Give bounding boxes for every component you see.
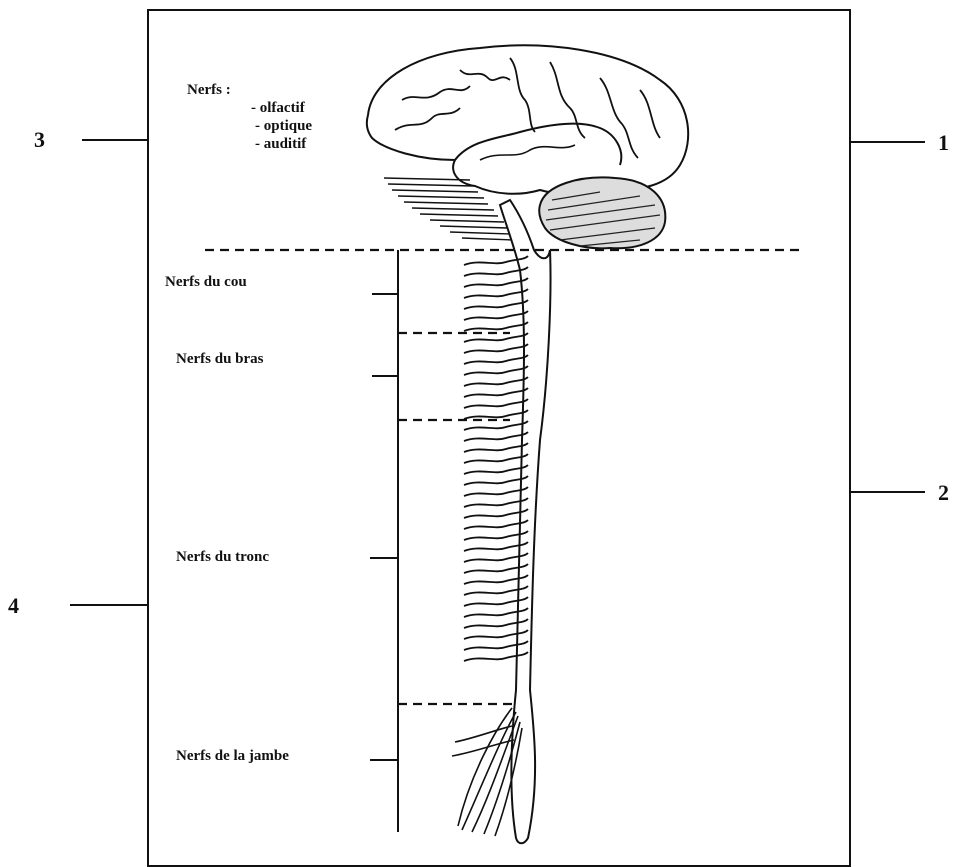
- spinal-nerve: [464, 509, 528, 518]
- spinal-nerve: [464, 355, 528, 364]
- spinal-nerve: [464, 443, 528, 452]
- cranial-nerves-heading: Nerfs :: [187, 82, 231, 99]
- spinal-nerve: [464, 267, 528, 276]
- brain-fold: [460, 70, 510, 80]
- callout-number-4: 4: [8, 593, 19, 619]
- region-label-neck: Nerfs du cou: [165, 274, 247, 291]
- cranial-nerve-hatching: [384, 178, 514, 240]
- brain-fold: [395, 108, 460, 130]
- callout-number-2: 2: [938, 480, 949, 506]
- spinal-nerve: [464, 278, 528, 287]
- region-label-trunk: Nerfs du tronc: [176, 549, 269, 566]
- spinal-nerve: [464, 421, 528, 430]
- spinal-nerve: [464, 410, 528, 419]
- callout-number-1: 1: [938, 130, 949, 156]
- brain-fold: [402, 86, 470, 100]
- cranial-nerve-auditif: - auditif: [255, 136, 306, 153]
- spinal-nerve: [464, 487, 528, 496]
- lateral-fissure: [455, 124, 621, 165]
- region-ticks: [370, 294, 398, 760]
- spinal-nerve: [464, 333, 528, 342]
- spinal-nerve: [464, 465, 528, 474]
- spinal-nerve: [464, 432, 528, 441]
- brain-fold: [510, 58, 535, 132]
- cranial-nerve-optique: - optique: [255, 118, 312, 135]
- spinal-nerve: [464, 311, 528, 320]
- spinal-nerve: [464, 344, 528, 353]
- spinal-nerve: [464, 377, 528, 386]
- spinal-nerve: [464, 520, 528, 529]
- callout-number-3: 3: [34, 127, 45, 153]
- cerebellum: [539, 177, 665, 248]
- brain-fold: [480, 145, 575, 160]
- diagram-frame: [148, 10, 850, 866]
- spinal-nerve: [464, 531, 528, 540]
- spinal-nerves: [464, 256, 528, 661]
- brain-fold: [640, 90, 660, 138]
- brain-fold: [550, 62, 585, 138]
- spinal-nerve: [464, 454, 528, 463]
- spinal-nerve: [464, 388, 528, 397]
- cranial-nerve-olfactif: - olfactif: [251, 100, 305, 117]
- cerebrum: [367, 45, 688, 194]
- spinal-nerve: [464, 322, 528, 331]
- spinal-nerve: [464, 289, 528, 298]
- spinal-nerve: [464, 300, 528, 309]
- region-label-leg: Nerfs de la jambe: [176, 748, 289, 765]
- region-label-arm: Nerfs du bras: [176, 351, 264, 368]
- spinal-nerve: [464, 498, 528, 507]
- spinal-nerve: [464, 476, 528, 485]
- spinal-nerve: [464, 399, 528, 408]
- spinal-nerve: [464, 366, 528, 375]
